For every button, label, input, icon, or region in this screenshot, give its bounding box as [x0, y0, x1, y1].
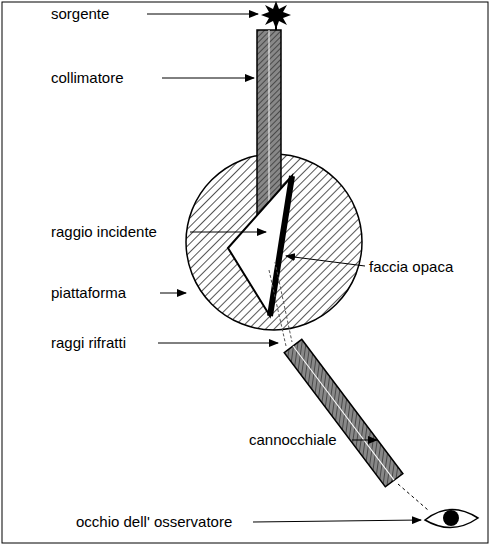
frame	[2, 2, 488, 543]
ray-label: raggio incidente	[50, 223, 158, 240]
source-label: sorgente	[50, 5, 110, 22]
part-label: cannocchiale	[248, 431, 338, 448]
part-label: occhio dell' osservatore	[75, 513, 233, 530]
part-label: collimatore	[50, 69, 125, 86]
ray-label: raggi rifratti	[50, 334, 127, 351]
telescope	[284, 339, 403, 486]
eye	[425, 509, 478, 527]
part-label: piattaforma	[50, 284, 127, 301]
opaque-face	[270, 176, 292, 316]
prism	[228, 176, 292, 316]
light-source	[261, 1, 291, 29]
part-label: faccia opaca	[368, 258, 454, 275]
